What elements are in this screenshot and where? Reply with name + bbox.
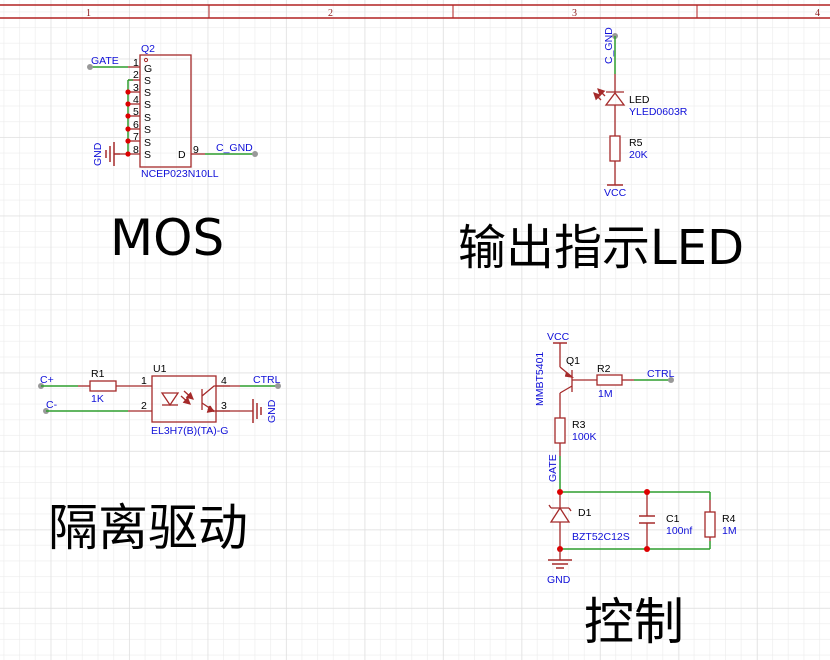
zone-border: 1 2 3 4 bbox=[0, 4, 830, 19]
resistor-r1-icon bbox=[89, 380, 117, 392]
pin-name: S bbox=[144, 149, 151, 161]
pin-num: 9 bbox=[193, 144, 199, 156]
section-title-mos: MOS bbox=[110, 209, 225, 267]
d1-part: BZT52C12S bbox=[572, 531, 630, 543]
r5-value: 20K bbox=[629, 149, 648, 161]
net-label-c-gnd: C_GND bbox=[216, 142, 253, 154]
resistor-r2-icon bbox=[596, 374, 623, 386]
mosfet-q2[interactable]: GATE Q2 NCEP023N10LL 1 2 3 4 5 bbox=[87, 43, 258, 180]
pin-name: S bbox=[144, 112, 151, 124]
net-port-gate[interactable] bbox=[87, 64, 93, 70]
pin-name: S bbox=[144, 75, 151, 87]
pin-num: 4 bbox=[133, 94, 139, 106]
pin-num: 1 bbox=[141, 375, 147, 387]
d1-designator: D1 bbox=[578, 507, 592, 519]
section-title-isolation: 隔离驱动 bbox=[48, 499, 248, 557]
ground-icon bbox=[252, 399, 262, 423]
r4-designator: R4 bbox=[722, 513, 736, 525]
u1-designator: U1 bbox=[153, 363, 167, 375]
q2-designator: Q2 bbox=[141, 43, 155, 55]
zone-label-3: 3 bbox=[572, 8, 577, 19]
q1-part: MMBT5401 bbox=[534, 352, 546, 406]
pin-name: D bbox=[178, 149, 186, 161]
control-circuit[interactable]: VCC Q1 MMBT5401 R2 1M CTRL R3 100K GATE bbox=[534, 331, 737, 586]
ground-icon bbox=[105, 142, 120, 166]
r2-value: 1M bbox=[598, 388, 613, 400]
net-port-ctrl[interactable] bbox=[275, 383, 281, 389]
section-title-led: 输出指示LED bbox=[458, 220, 745, 276]
pin-num: 1 bbox=[133, 57, 139, 69]
r4-value: 1M bbox=[722, 525, 737, 537]
net-label-gnd: GND bbox=[266, 399, 278, 423]
r3-value: 100K bbox=[572, 431, 597, 443]
net-label-vcc: VCC bbox=[604, 187, 627, 199]
pin-num: 3 bbox=[133, 82, 139, 94]
zener-diode-d1-icon bbox=[548, 504, 572, 523]
pin-num: 5 bbox=[133, 106, 139, 118]
net-label-gnd: GND bbox=[92, 142, 104, 166]
resistor-r5-icon bbox=[609, 135, 621, 162]
net-label-ctrl: CTRL bbox=[253, 374, 281, 386]
pin-name: S bbox=[144, 99, 151, 111]
net-port-c-gnd[interactable] bbox=[252, 151, 258, 157]
led-designator: LED bbox=[629, 94, 650, 106]
q2-body bbox=[139, 54, 192, 168]
pin-name: S bbox=[144, 87, 151, 99]
pin-num: 4 bbox=[221, 375, 227, 387]
ground-icon bbox=[548, 559, 572, 569]
c1-value: 100nf bbox=[666, 525, 692, 537]
net-label-gate: GATE bbox=[91, 55, 119, 67]
section-title-control: 控制 bbox=[584, 593, 684, 651]
net-label-gate: GATE bbox=[547, 454, 559, 482]
optocoupler-u1[interactable]: C+ R1 1K C- 1 2 U1 EL3H7(B)(TA)-G 4 bbox=[38, 363, 281, 437]
net-label-c-minus: C- bbox=[46, 399, 58, 411]
q1-designator: Q1 bbox=[566, 355, 580, 367]
net-label-ctrl: CTRL bbox=[647, 368, 675, 380]
net-label-gnd: GND bbox=[547, 574, 571, 586]
resistor-r3-icon bbox=[554, 417, 566, 444]
net-port-ctrl[interactable] bbox=[668, 377, 674, 383]
r3-designator: R3 bbox=[572, 419, 586, 431]
pin-num: 8 bbox=[133, 144, 139, 156]
led-indicator[interactable]: C_GND LED YLED0603R R5 20K VCC bbox=[593, 27, 688, 199]
zone-label-1: 1 bbox=[86, 8, 91, 19]
c1-designator: C1 bbox=[666, 513, 680, 525]
junction-dots bbox=[557, 489, 650, 552]
pin-name: S bbox=[144, 137, 151, 149]
led-icon bbox=[593, 88, 626, 106]
r2-designator: R2 bbox=[597, 363, 611, 375]
pin-num: 2 bbox=[133, 69, 139, 81]
pin-num: 6 bbox=[133, 119, 139, 131]
resistor-r4-icon bbox=[704, 511, 716, 538]
pin-name: G bbox=[144, 63, 152, 75]
led-part: YLED0603R bbox=[629, 106, 688, 118]
r1-designator: R1 bbox=[91, 368, 105, 380]
pin-num: 2 bbox=[141, 400, 147, 412]
zone-label-2: 2 bbox=[328, 8, 333, 19]
net-label-c-gnd: C_GND bbox=[603, 27, 615, 64]
zone-label-4: 4 bbox=[815, 8, 820, 19]
net-label-vcc: VCC bbox=[547, 331, 570, 343]
q2-part: NCEP023N10LL bbox=[141, 168, 219, 180]
net-label-c-plus: C+ bbox=[40, 374, 54, 386]
u1-body bbox=[151, 375, 217, 423]
r5-designator: R5 bbox=[629, 137, 643, 149]
pnp-transistor-q1-icon bbox=[559, 366, 597, 394]
r1-value: 1K bbox=[91, 393, 104, 405]
pin-num: 7 bbox=[133, 131, 139, 143]
pin-num: 3 bbox=[221, 400, 227, 412]
u1-part: EL3H7(B)(TA)-G bbox=[151, 425, 228, 437]
opto-led-icon bbox=[160, 390, 194, 407]
pin-name: S bbox=[144, 124, 151, 136]
